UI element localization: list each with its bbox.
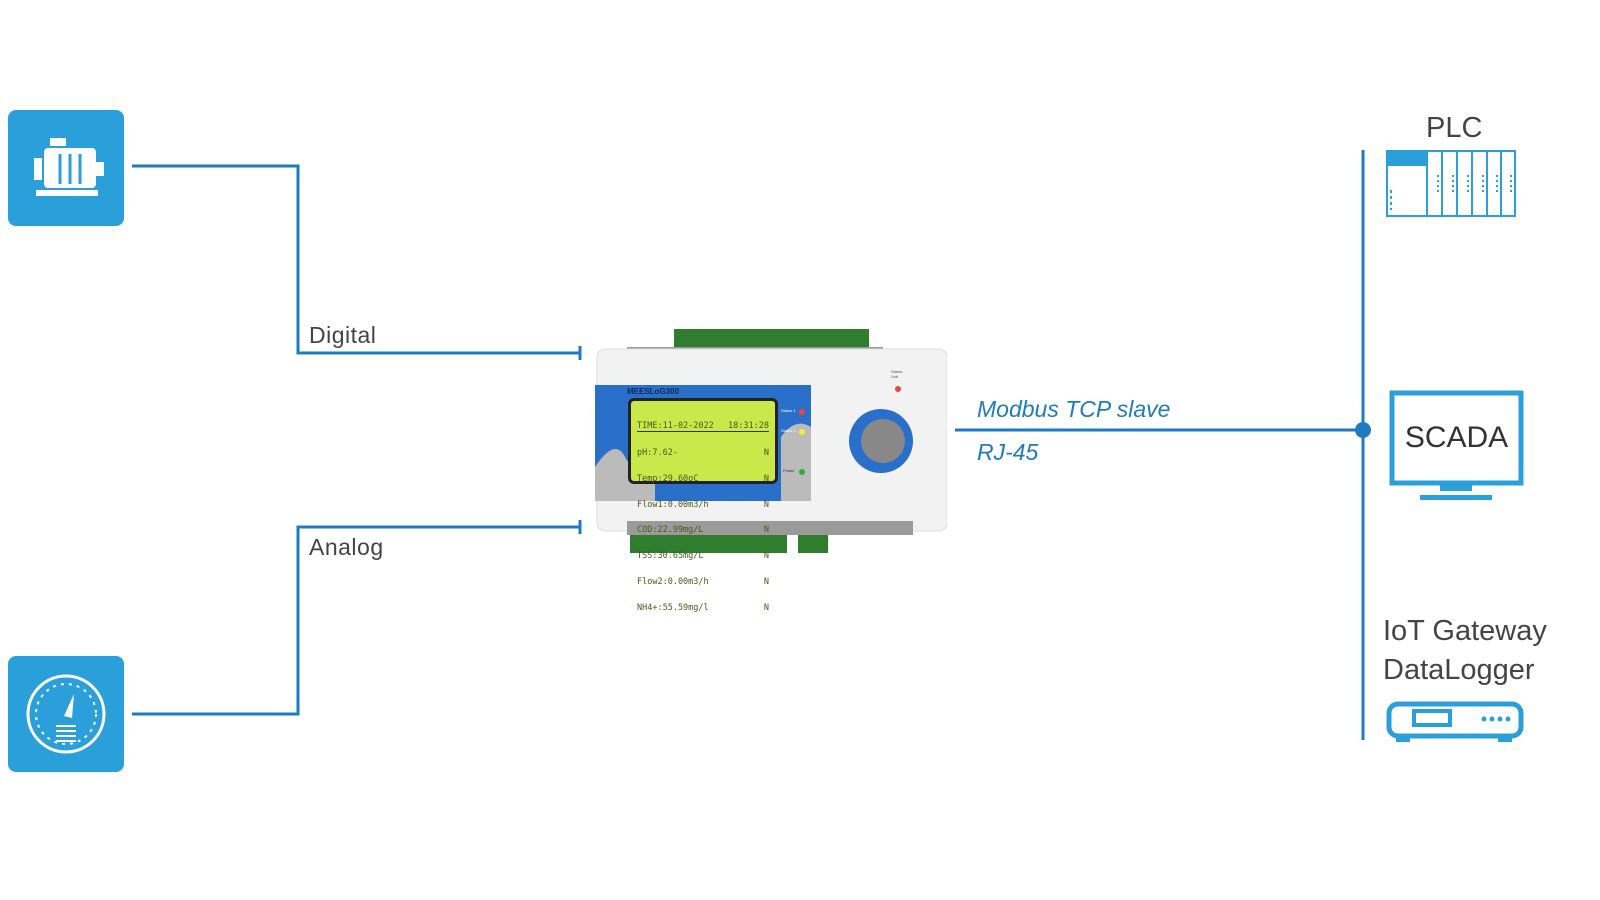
gauge-icon (26, 674, 106, 754)
lcd-flag: N (763, 602, 769, 613)
lcd-row: Temp:29.60oC (637, 473, 699, 484)
analog-line (132, 525, 580, 716)
lcd-flag: N (763, 576, 769, 587)
lcd-row: Flow1:0.00m3/h (637, 499, 709, 510)
status-usb-label: Status Usb (891, 369, 903, 379)
plc-icon (1386, 150, 1516, 217)
plc-label: PLC (1426, 112, 1483, 144)
gauge-icon-tile (8, 656, 124, 772)
gateway-label: IoT Gateway (1383, 615, 1547, 647)
lcd-row: pH:7.62- (637, 447, 678, 458)
digital-line (132, 164, 580, 355)
lcd-date: TIME:11-02-2022 (637, 421, 714, 432)
motor-icon (34, 138, 104, 196)
lcd-row: TSS:30.65mg/L (637, 551, 704, 562)
datalogger-label: DataLogger (1383, 654, 1535, 686)
lcd-row: Flow2:0.00m3/h (637, 576, 709, 587)
lcd-row: COD:22.99mg/L (637, 525, 704, 536)
rotary-knob[interactable] (861, 419, 905, 463)
analog-label: Analog (309, 534, 384, 560)
lcd-time: 18:31:28 (728, 421, 769, 432)
protocol-label: Modbus TCP slave (977, 396, 1171, 422)
power-label: Power (783, 468, 795, 473)
status2-label: Status 2 (781, 428, 796, 433)
lcd-flag: N (763, 551, 769, 562)
lcd-flag: N (763, 525, 769, 536)
scada-label: SCADA (1404, 421, 1509, 454)
device-model: MEESLoG300 (627, 387, 680, 396)
monitor-icon (1389, 390, 1524, 500)
lcd-flag: N (763, 447, 769, 458)
lcd-display: TIME:11-02-2022 18:31:28 pH:7.62- N Temp:2… (628, 398, 778, 612)
motor-icon-tile (8, 110, 124, 226)
lcd-row: NH4+:55.59mg/l (637, 602, 709, 613)
lcd-flag: N (763, 473, 769, 484)
digital-label: Digital (309, 322, 377, 348)
lcd-flag: N (763, 499, 769, 510)
port-label: RJ-45 (977, 439, 1039, 465)
bus-junction (1355, 422, 1371, 438)
status1-label: Status 1 (781, 408, 796, 413)
router-icon (1386, 701, 1524, 742)
